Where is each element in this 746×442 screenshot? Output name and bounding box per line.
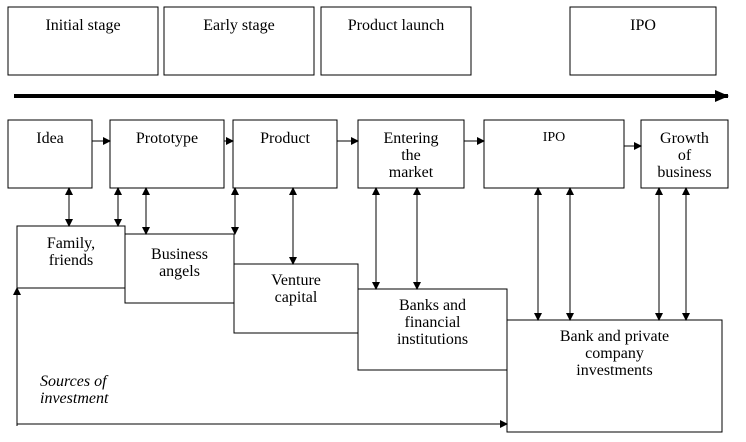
source-box-angels	[124, 233, 235, 304]
stage-box-product-launch	[320, 6, 472, 76]
step-label-prototype: Prototype	[135, 130, 199, 147]
source-box-venture	[233, 263, 359, 334]
step-box-prototype	[109, 119, 225, 189]
step-label-idea: Idea	[36, 130, 64, 147]
step-box-growth	[640, 119, 729, 189]
stage-box-ipo	[569, 6, 717, 76]
stage-label-product-launch: Product launch	[347, 17, 445, 34]
axis-label-sources: Sources of investment	[40, 373, 109, 407]
stage-label-ipo: IPO	[630, 17, 656, 34]
source-label-venture: Venture capital	[271, 272, 321, 306]
source-label-banks: Banks and financial institutions	[396, 297, 469, 348]
source-label-private: Bank and private company investments	[559, 328, 670, 379]
step-box-product	[232, 119, 338, 189]
source-label-angels: Business angels	[151, 246, 208, 280]
stage-box-early	[163, 6, 315, 76]
step-label-ipo: IPO	[542, 130, 566, 145]
source-box-family	[16, 225, 126, 289]
source-label-family: Family, friends	[46, 235, 96, 269]
source-box-private	[506, 319, 723, 433]
step-box-ipo	[483, 119, 625, 189]
stage-label-initial: Initial stage	[45, 17, 121, 34]
step-box-entering-market	[357, 119, 465, 189]
stage-label-early: Early stage	[203, 17, 275, 34]
step-label-entering-market: Entering the market	[383, 130, 439, 181]
step-label-product: Product	[260, 130, 310, 147]
step-label-growth: Growth of business	[657, 130, 712, 181]
source-box-banks	[357, 288, 508, 371]
step-box-idea	[7, 119, 93, 189]
stage-box-initial	[7, 6, 159, 76]
